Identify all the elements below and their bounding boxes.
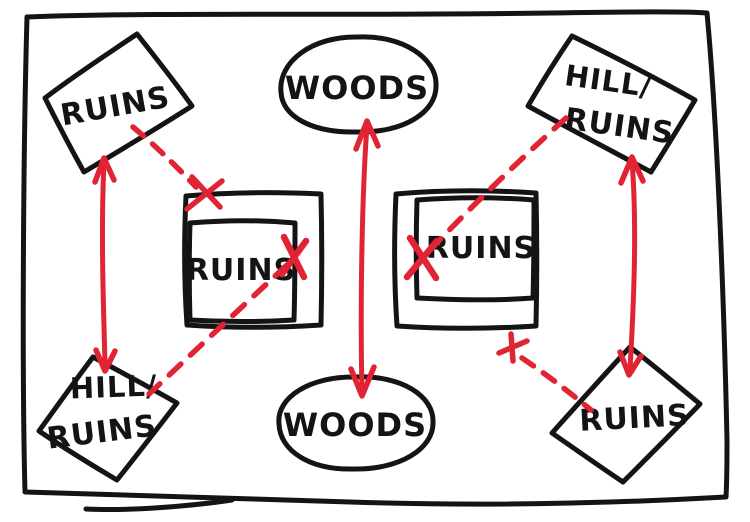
top-right-ruins-label: RUINS (562, 102, 676, 152)
connector-topleft-to-midleft-dashed (130, 124, 225, 212)
node-top-right-hill-ruins: HILL/ RUINS (525, 33, 698, 175)
dashed-line (130, 124, 199, 190)
connector-right-solid-arrow (617, 154, 646, 378)
node-bottom-woods: WOODS (276, 374, 436, 472)
node-top-left-ruins: RUINS (42, 31, 195, 175)
x-stroke (184, 178, 225, 212)
top-right-hill-label: HILL/ (563, 58, 655, 104)
node-mid-right-ruins: RUINS (392, 188, 540, 331)
node-bottom-right-ruins: RUINS (549, 344, 703, 485)
mid-left-inner-square (186, 218, 298, 324)
node-mid-left-ruins: RUINS (182, 190, 325, 330)
left-arrowhead-up (92, 155, 117, 185)
right-arrow-shaft (627, 158, 638, 372)
right-arrowhead-up (618, 154, 646, 186)
top-left-ruins-shape (42, 31, 195, 175)
border-line (20, 9, 730, 507)
border-bottom-restroke (83, 497, 235, 513)
dashed-line (519, 355, 594, 413)
x-stroke (403, 237, 441, 281)
x-mark-small (496, 331, 530, 364)
top-woods-shape (278, 34, 439, 135)
bottom-woods-shape (276, 374, 436, 472)
left-arrow-shaft (99, 160, 108, 365)
mid-left-ruins-label: RUINS (186, 253, 296, 288)
top-left-ruins-label: RUINS (58, 80, 173, 134)
right-arrowhead-down (617, 349, 644, 378)
left-arrowhead-down (93, 347, 118, 374)
node-top-woods: WOODS (278, 34, 439, 135)
bottom-left-hill-label: HILL/ (69, 368, 158, 405)
connector-midright-to-bottomright-dashed (496, 331, 594, 413)
center-arrowhead-down (348, 364, 377, 399)
connector-topright-to-midright-dashed (403, 115, 569, 282)
top-woods-label: WOODS (285, 69, 429, 107)
dashed-line (426, 115, 569, 254)
node-bottom-left-hill-ruins: HILL/ RUINS (36, 354, 180, 483)
bottom-right-ruins-shape (549, 344, 703, 485)
center-arrowhead-up (353, 118, 381, 152)
top-right-hill-ruins-shape (525, 33, 698, 175)
connector-left-solid-arrow (92, 155, 118, 374)
mid-right-ruins-label: RUINS (426, 231, 536, 266)
x-mark-large (403, 234, 441, 282)
x-mark (184, 174, 225, 212)
mid-left-outer-square (182, 190, 325, 330)
bottom-right-ruins-label: RUINS (578, 398, 690, 439)
x-stroke (508, 331, 516, 364)
connector-center-solid-arrow (348, 118, 381, 399)
mid-right-outer-square (392, 188, 540, 331)
dashed-line (146, 262, 290, 397)
connector-midleft-to-bottomleft-dashed (146, 233, 310, 397)
border-frame (20, 9, 730, 513)
bottom-woods-label: WOODS (283, 406, 427, 444)
center-arrow-shaft (358, 122, 370, 394)
mid-right-inner-square (413, 195, 537, 303)
